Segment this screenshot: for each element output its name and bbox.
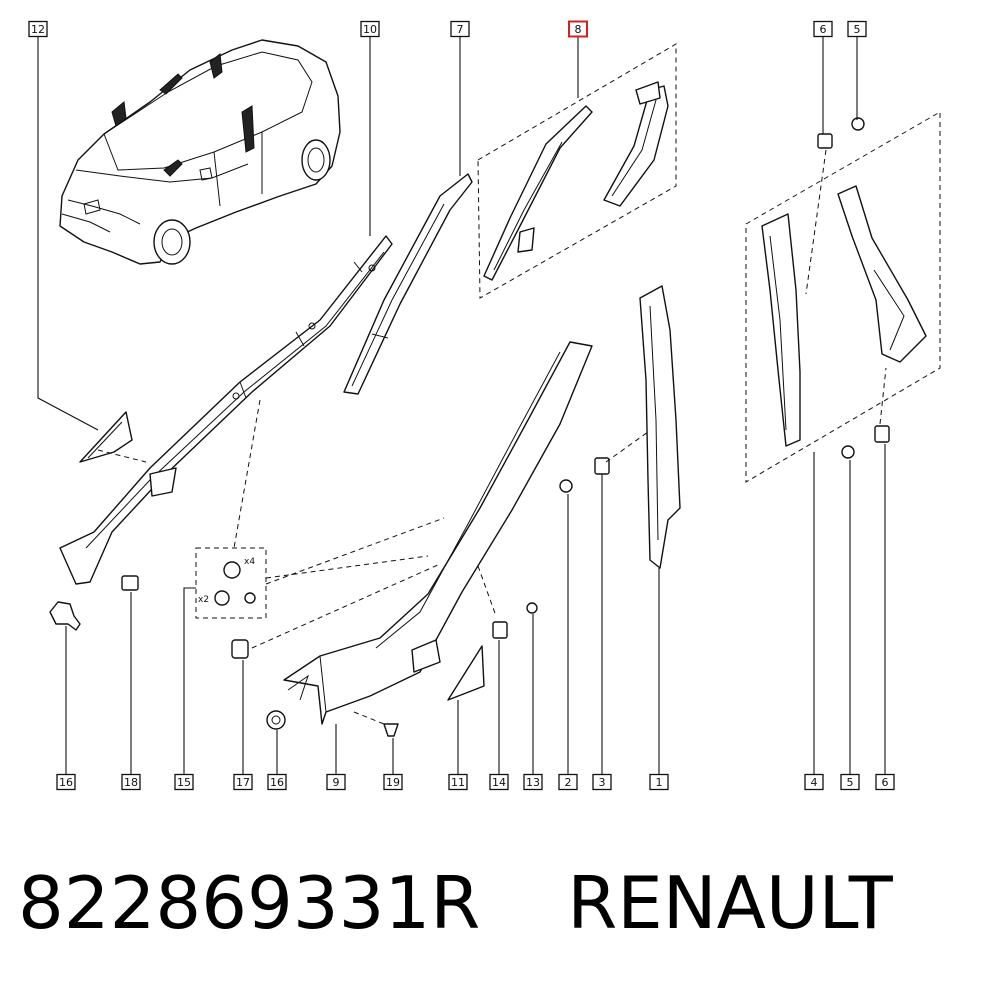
callout-number: 14 xyxy=(492,776,506,789)
callout-box xyxy=(448,773,468,791)
callout-7-2: 7 xyxy=(450,20,470,176)
callout-2-16: 2 xyxy=(558,494,578,791)
callout-5-5: 5 xyxy=(847,20,867,120)
callout-number: 17 xyxy=(236,776,250,789)
callout-4-19: 4 xyxy=(804,452,824,791)
callout-8-3: 8 xyxy=(568,20,588,98)
callout-box xyxy=(847,20,867,38)
callout-9-11: 9 xyxy=(326,724,346,791)
callout-18-7: 18 xyxy=(121,592,141,791)
callout-box xyxy=(174,773,194,791)
callout-box xyxy=(840,773,860,791)
callout-box xyxy=(233,773,253,791)
callout-box xyxy=(592,773,612,791)
callout-6-21: 6 xyxy=(875,444,895,791)
footer-label: 822869331R RENAULT xyxy=(18,858,918,948)
callout-number: 15 xyxy=(177,776,191,789)
callout-box xyxy=(56,773,76,791)
callout-box xyxy=(649,773,669,791)
callout-number: 13 xyxy=(526,776,540,789)
callout-box xyxy=(489,773,509,791)
fastener-drawings xyxy=(49,117,890,737)
callout-15-8: 15 xyxy=(174,587,196,791)
callout-number: 3 xyxy=(599,776,606,789)
callout-14-14: 14 xyxy=(489,640,509,791)
callout-number: 4 xyxy=(811,776,818,789)
callout-box xyxy=(568,20,588,38)
part-15-kit: x4 x2 xyxy=(195,547,267,619)
callout-16-10: 16 xyxy=(267,730,287,791)
kit-qty-x4: x4 xyxy=(244,557,255,567)
callout-box xyxy=(28,20,48,38)
callout-box xyxy=(875,773,895,791)
part-1-drawing xyxy=(639,285,681,569)
part-10-drawing xyxy=(59,235,393,585)
callout-number: 6 xyxy=(882,776,889,789)
callout-11-13: 11 xyxy=(448,700,468,791)
part-11-drawing xyxy=(447,645,485,701)
part-number: 822869331R xyxy=(18,861,481,945)
part-12-drawing xyxy=(79,411,133,463)
callout-number: 7 xyxy=(457,23,464,36)
callout-number: 5 xyxy=(854,23,861,36)
part-4-drawing xyxy=(745,111,941,483)
callout-number: 5 xyxy=(847,776,854,789)
callout-box xyxy=(813,20,833,38)
part-9-drawing xyxy=(283,341,593,725)
assembly-arrows xyxy=(97,149,887,725)
callout-1-18: 1 xyxy=(649,568,669,791)
car-overview-illustration xyxy=(59,39,341,265)
callout-number: 1 xyxy=(656,776,663,789)
callout-number: 16 xyxy=(270,776,284,789)
callout-17-9: 17 xyxy=(233,660,253,791)
callout-number: 6 xyxy=(820,23,827,36)
brand-name: RENAULT xyxy=(567,861,893,945)
callout-5-20: 5 xyxy=(840,460,860,791)
callout-3-17: 3 xyxy=(592,474,612,791)
callout-number: 10 xyxy=(363,23,377,36)
callout-box xyxy=(121,773,141,791)
leader-line xyxy=(183,587,196,775)
callout-12-0: 12 xyxy=(28,20,99,431)
leader-line xyxy=(37,36,99,431)
callout-box xyxy=(383,773,403,791)
callout-box xyxy=(360,20,380,38)
callout-6-4: 6 xyxy=(813,20,833,134)
callout-number: 8 xyxy=(575,23,582,36)
callout-10-1: 10 xyxy=(360,20,380,236)
callout-number: 2 xyxy=(565,776,572,789)
callout-box xyxy=(523,773,543,791)
callout-19-12: 19 xyxy=(383,738,403,791)
callout-number: 11 xyxy=(451,776,465,789)
callout-box xyxy=(267,773,287,791)
callout-box xyxy=(450,20,470,38)
callout-number: 12 xyxy=(31,23,45,36)
callout-box xyxy=(326,773,346,791)
kit-qty-x2: x2 xyxy=(198,595,209,605)
callout-box xyxy=(804,773,824,791)
callout-13-15: 13 xyxy=(523,614,543,791)
part-7-drawing xyxy=(343,173,473,395)
callout-number: 16 xyxy=(59,776,73,789)
callout-number: 18 xyxy=(124,776,138,789)
callout-number: 9 xyxy=(333,776,340,789)
part-8-drawing xyxy=(477,43,677,299)
callout-16-6: 16 xyxy=(56,626,76,791)
callout-number: 19 xyxy=(386,776,400,789)
callout-box xyxy=(558,773,578,791)
